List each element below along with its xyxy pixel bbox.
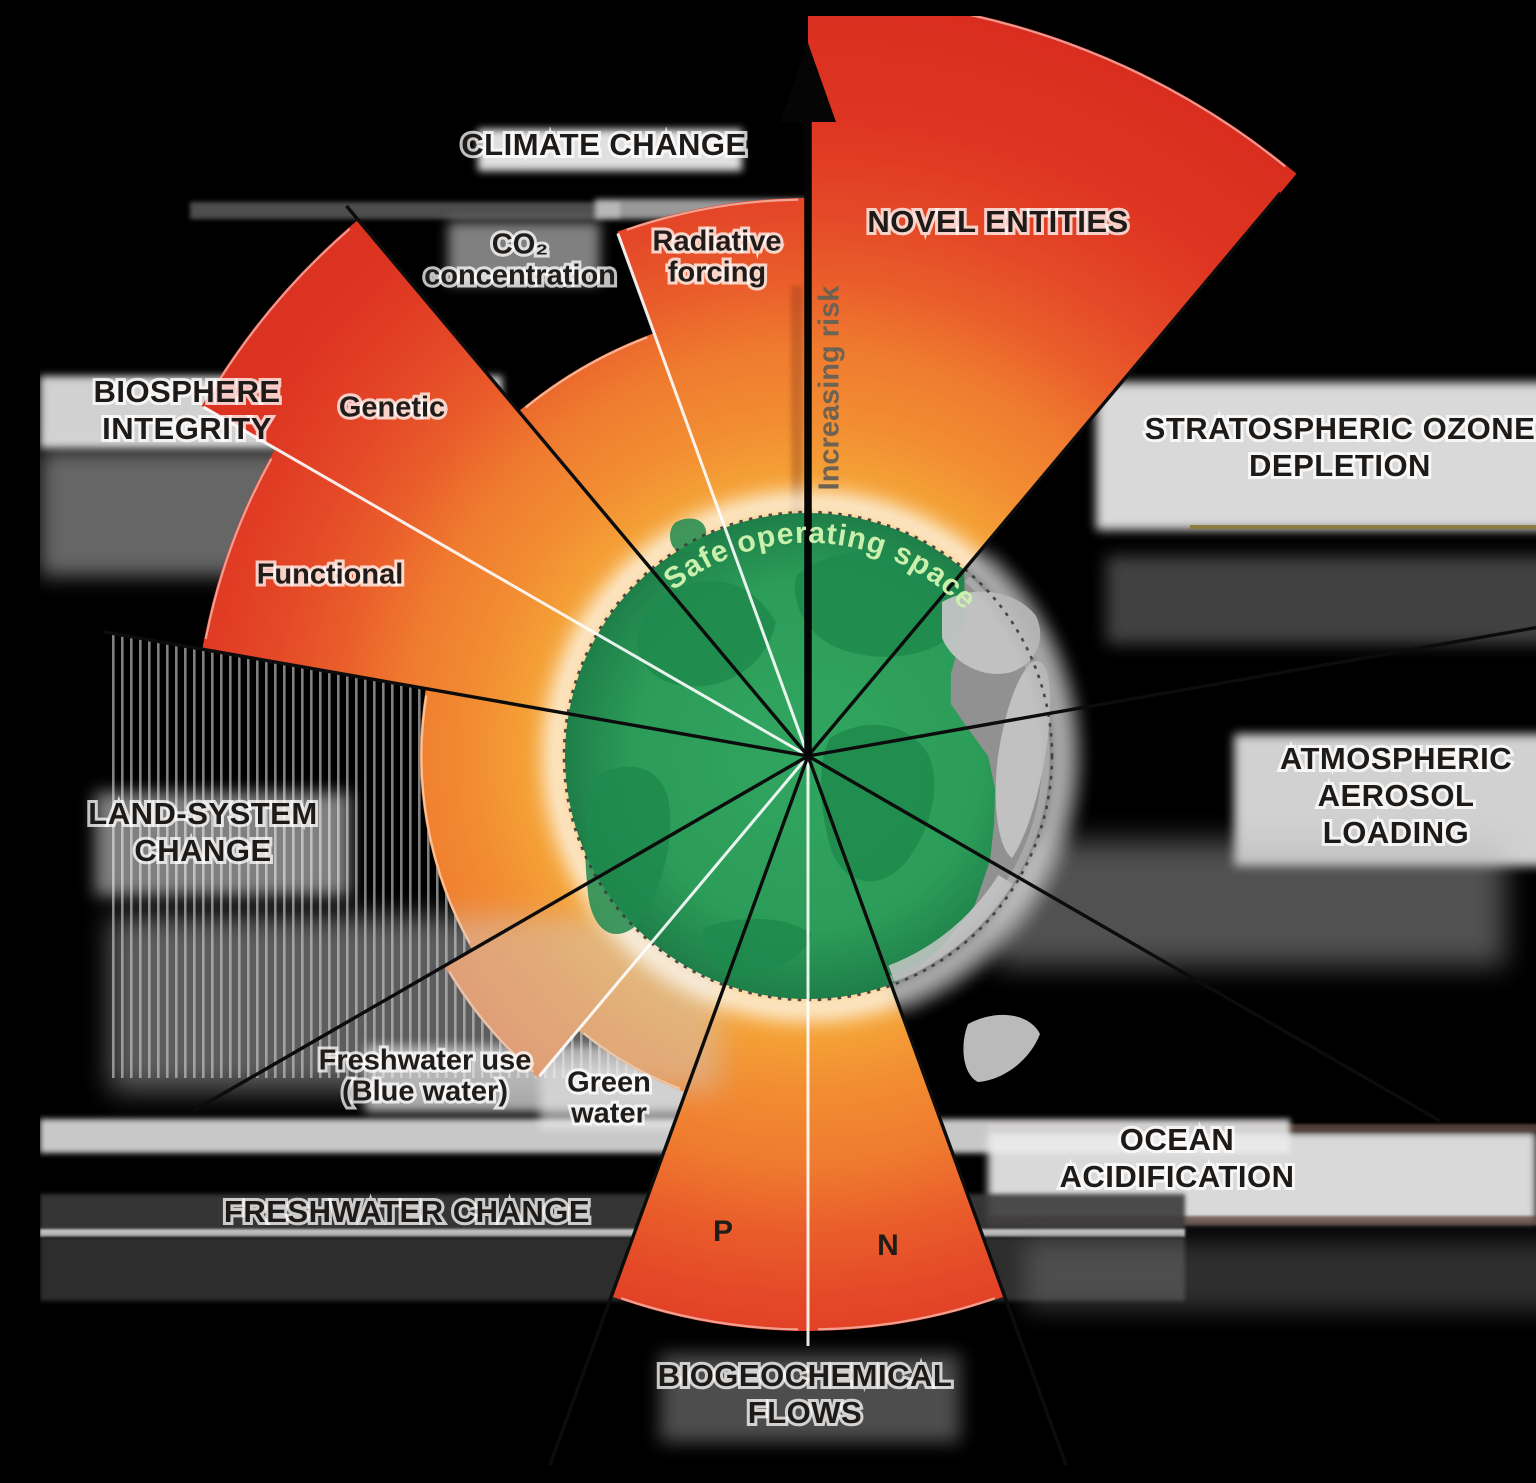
- sector-dividers: [103, 191, 1536, 1467]
- increasing-risk-label: Increasing risk: [814, 285, 846, 491]
- divider-black-80: [807, 625, 1536, 758]
- label-novel-entities: NOVEL ENTITIES: [867, 204, 1128, 239]
- smear-0: [110, 916, 720, 1091]
- smear-1: [995, 841, 1505, 966]
- wedge-edge-phosphorus: [620, 1297, 799, 1331]
- divider-black-40: [806, 191, 1282, 758]
- subdivider-white-220: [538, 755, 810, 1078]
- wedge-edge-land-system-change: [420, 695, 471, 944]
- continent-green-5: [703, 918, 812, 977]
- artifact-band-15: [660, 1354, 960, 1442]
- wedge-edge-genetic: [208, 227, 351, 397]
- label-functional: Functional: [257, 559, 404, 591]
- risk-arrow-head-icon: [780, 43, 836, 122]
- crescent-outer-haze: [891, 552, 1083, 1014]
- subdivider-white-340: [616, 233, 810, 757]
- divider-black-240: [192, 754, 809, 1113]
- shadow-smears: [110, 841, 1536, 1311]
- wedge-edge-functional: [204, 458, 273, 640]
- subdivider-white-300: [202, 405, 809, 758]
- divider-black-120: [807, 754, 1442, 1123]
- pale-rim-thin: [888, 576, 1050, 983]
- wedge-edge-radiative-forcing: [626, 198, 799, 231]
- wedge-edge-co2-concentration: [525, 336, 648, 409]
- continent-gray-1: [995, 661, 1051, 858]
- artifact-band-4: [1096, 382, 1536, 530]
- divider-black-200: [548, 755, 810, 1467]
- artifact-band-3: [448, 222, 600, 284]
- continent-green-2: [794, 550, 964, 657]
- label-genetic: Genetic: [339, 392, 445, 424]
- risk-arrow-shaft: [804, 116, 812, 756]
- artifact-band-6: [1106, 556, 1536, 644]
- continent-gray-2: [963, 1014, 1040, 1082]
- continent-green-1: [670, 518, 707, 553]
- artifact-band-12: [40, 1194, 1185, 1232]
- pale-rim-band: [888, 874, 1013, 982]
- label-phosphorus: P: [713, 1215, 733, 1248]
- label-freshwater-change: FRESHWATER CHANGE: [224, 1194, 590, 1229]
- label-climate-change: CLIMATE CHANGE: [461, 127, 746, 162]
- artifact-band-5: [1190, 525, 1536, 529]
- artifact-band-1: [190, 202, 620, 219]
- label-nitrogen: N: [877, 1229, 899, 1262]
- artifact-band-0: [478, 129, 742, 171]
- divider-black-320: [345, 204, 810, 758]
- divider-black-280: [103, 630, 809, 758]
- increasing-risk-arrow: [780, 43, 836, 756]
- wedge-edge-novel-entities: [969, 16, 1286, 168]
- artifact-band-10: [988, 1216, 1536, 1225]
- continent-green-4: [821, 724, 935, 882]
- label-blue-water: Freshwater use(Blue water): [319, 1045, 532, 1108]
- wedge-edge-nitrogen: [817, 1297, 996, 1331]
- smear-2: [1025, 1241, 1536, 1311]
- divider-black-160: [806, 755, 1068, 1467]
- artifact-band-13: [40, 1229, 1185, 1237]
